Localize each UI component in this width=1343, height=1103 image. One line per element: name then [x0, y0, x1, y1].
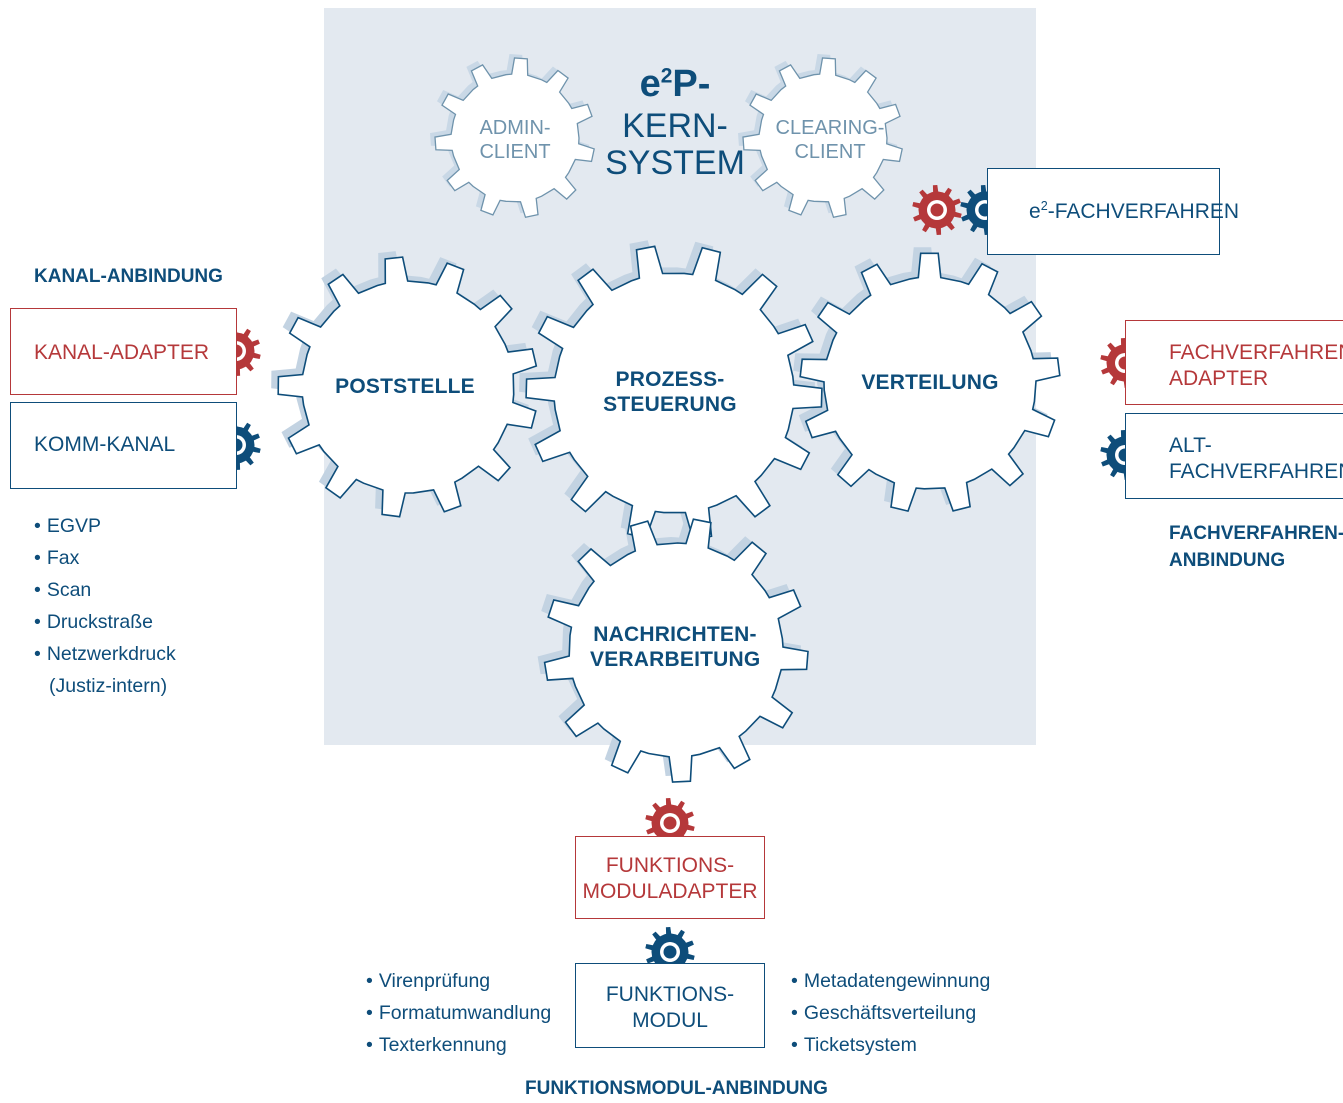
alt-fachverfahren-label: ALT-FACHVERFAHREN	[1169, 434, 1343, 484]
funktionsmodul-label: FUNKTIONS-MODUL	[605, 983, 735, 1033]
e2-fachverfahren-label: e2-FACHVERFAHREN	[1029, 199, 1240, 223]
fachverfahren-anbindung-heading: FACHVERFAHREN-ANBINDUNG	[1169, 523, 1343, 571]
prozess-gear	[525, 245, 823, 541]
poststelle-gear	[277, 256, 538, 518]
list-item: Fax	[34, 542, 176, 574]
kanal-list: EGVP Fax Scan Druckstraße Netzwerkdruck	[34, 510, 176, 670]
list-item: Virenprüfung	[366, 965, 551, 997]
list-item: Netzwerkdruck	[34, 638, 176, 670]
funktionsmodul-gear-icon-hub	[663, 945, 677, 959]
funktionsmoduladapter-box	[575, 836, 765, 919]
funktionsmodul-anbindung-heading: FUNKTIONSMODUL-ANBINDUNG	[525, 1078, 828, 1099]
kanal-anbindung-heading: KANAL-ANBINDUNG	[34, 266, 223, 287]
funktionsmodul-box	[575, 963, 765, 1048]
kanal-adapter-box	[10, 308, 237, 395]
admin-client-gear	[434, 57, 595, 219]
nachrichten-gear	[543, 518, 809, 783]
list-item: EGVP	[34, 510, 176, 542]
list-item: Druckstraße	[34, 606, 176, 638]
clearing-client-label: CLEARING-CLIENT	[775, 117, 885, 163]
list-item: Geschäftsverteilung	[791, 997, 990, 1029]
list-item: Formatumwandlung	[366, 997, 551, 1029]
poststelle-label: POSTSTELLE	[335, 375, 475, 398]
funktion-right-list: Metadatengewinnung Geschäftsverteilung T…	[791, 965, 990, 1061]
komm-kanal-label: KOMM-KANAL	[34, 433, 176, 456]
fachverfahren-adapter-label: FACHVERFAHREN-ADAPTER	[1169, 341, 1343, 391]
funktionsmoduladapter-gear-icon-hub	[663, 816, 677, 830]
core-system-title: e2P- KERN- SYSTEM	[605, 63, 745, 182]
e2-fachverfahren-box	[987, 168, 1220, 255]
verteilung-gear	[799, 252, 1061, 513]
fachverfahren-adapter-box	[1125, 320, 1343, 405]
list-item: Ticketsystem	[791, 1029, 990, 1061]
admin-client-label: ADMIN-CLIENT	[479, 117, 551, 163]
alt-fachverfahren-box	[1125, 413, 1343, 499]
list-item: Scan	[34, 574, 176, 606]
nachrichtenverarbeitung-label: NACHRICHTEN-VERARBEITUNG	[590, 623, 761, 672]
komm-kanal-box	[10, 402, 237, 489]
clearing-client-gear	[742, 57, 903, 219]
list-item: Metadatengewinnung	[791, 965, 990, 997]
verteilung-label: VERTEILUNG	[861, 371, 999, 394]
funktionsmoduladapter-label: FUNKTIONS-MODULADAPTER	[582, 854, 758, 904]
funktion-left-list: Virenprüfung Formatumwandlung Texterkenn…	[366, 965, 551, 1061]
list-item-continuation: (Justiz-intern)	[49, 675, 168, 697]
list-item: Texterkennung	[366, 1029, 551, 1061]
kanal-adapter-label: KANAL-ADAPTER	[34, 341, 210, 364]
prozesssteuerung-label: PROZESS-STEUERUNG	[603, 368, 737, 417]
e2-red-gear-icon-hub	[930, 203, 944, 217]
